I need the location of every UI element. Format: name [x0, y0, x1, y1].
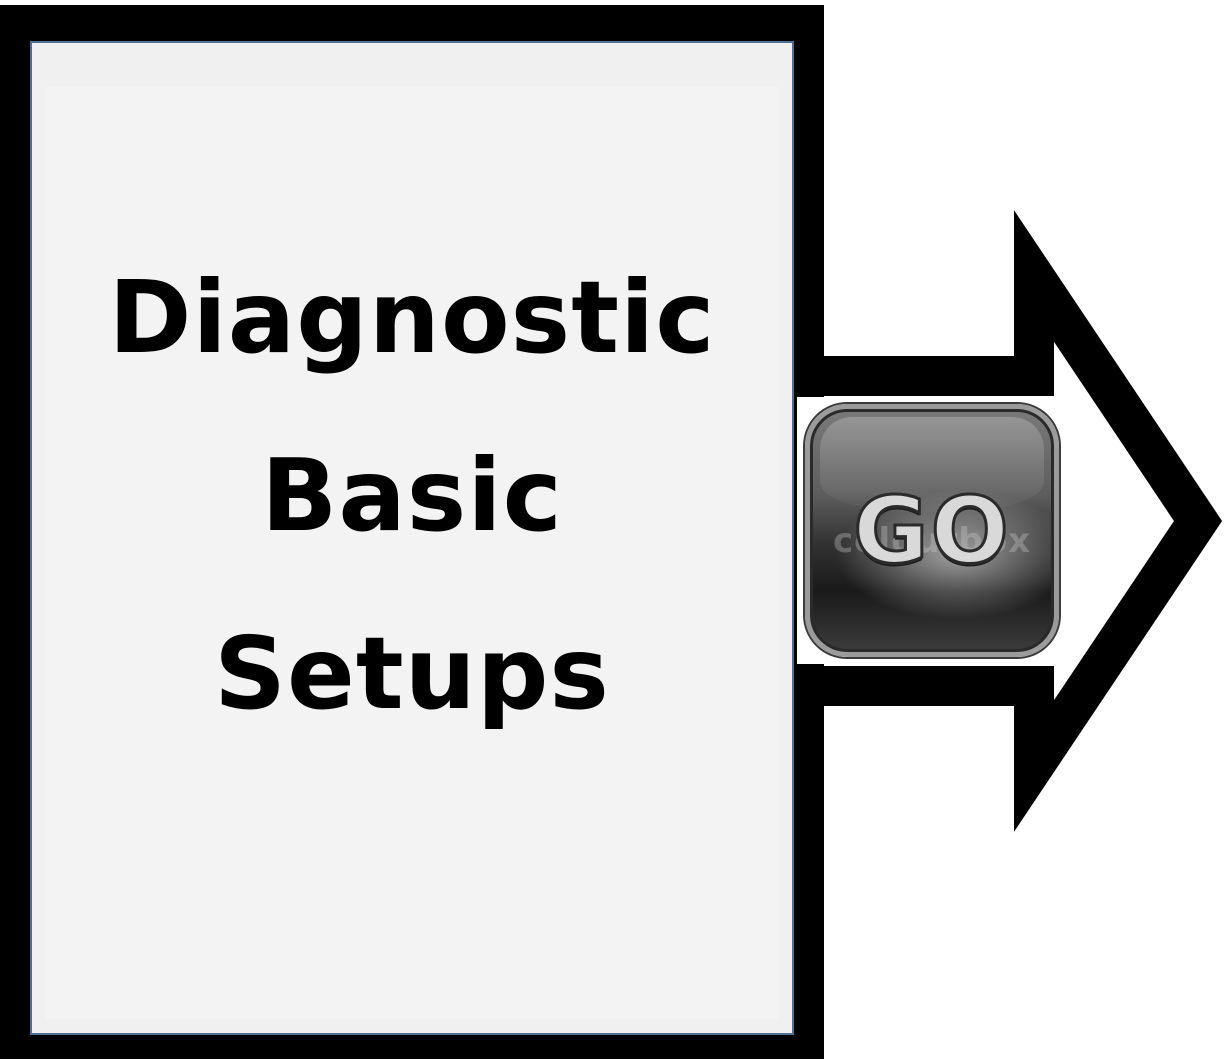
title-line-setups: Setups — [214, 615, 610, 732]
arrow-outline — [812, 210, 1223, 832]
go-button[interactable]: colourbox GO — [805, 404, 1059, 657]
panel-sheen — [46, 87, 778, 1019]
go-button-wrapper: colourbox GO — [797, 397, 1067, 664]
title-line-basic: Basic — [261, 437, 563, 554]
diagnostic-panel[interactable]: Diagnostic Basic Setups — [30, 41, 794, 1035]
go-button-gloss — [820, 417, 1044, 512]
title-line-diagnostic: Diagnostic — [108, 259, 716, 376]
panel-title: Diagnostic Basic Setups — [32, 229, 792, 763]
diagnostic-panel-frame: Diagnostic Basic Setups — [0, 5, 824, 1059]
go-button-label: GO — [852, 477, 1011, 584]
